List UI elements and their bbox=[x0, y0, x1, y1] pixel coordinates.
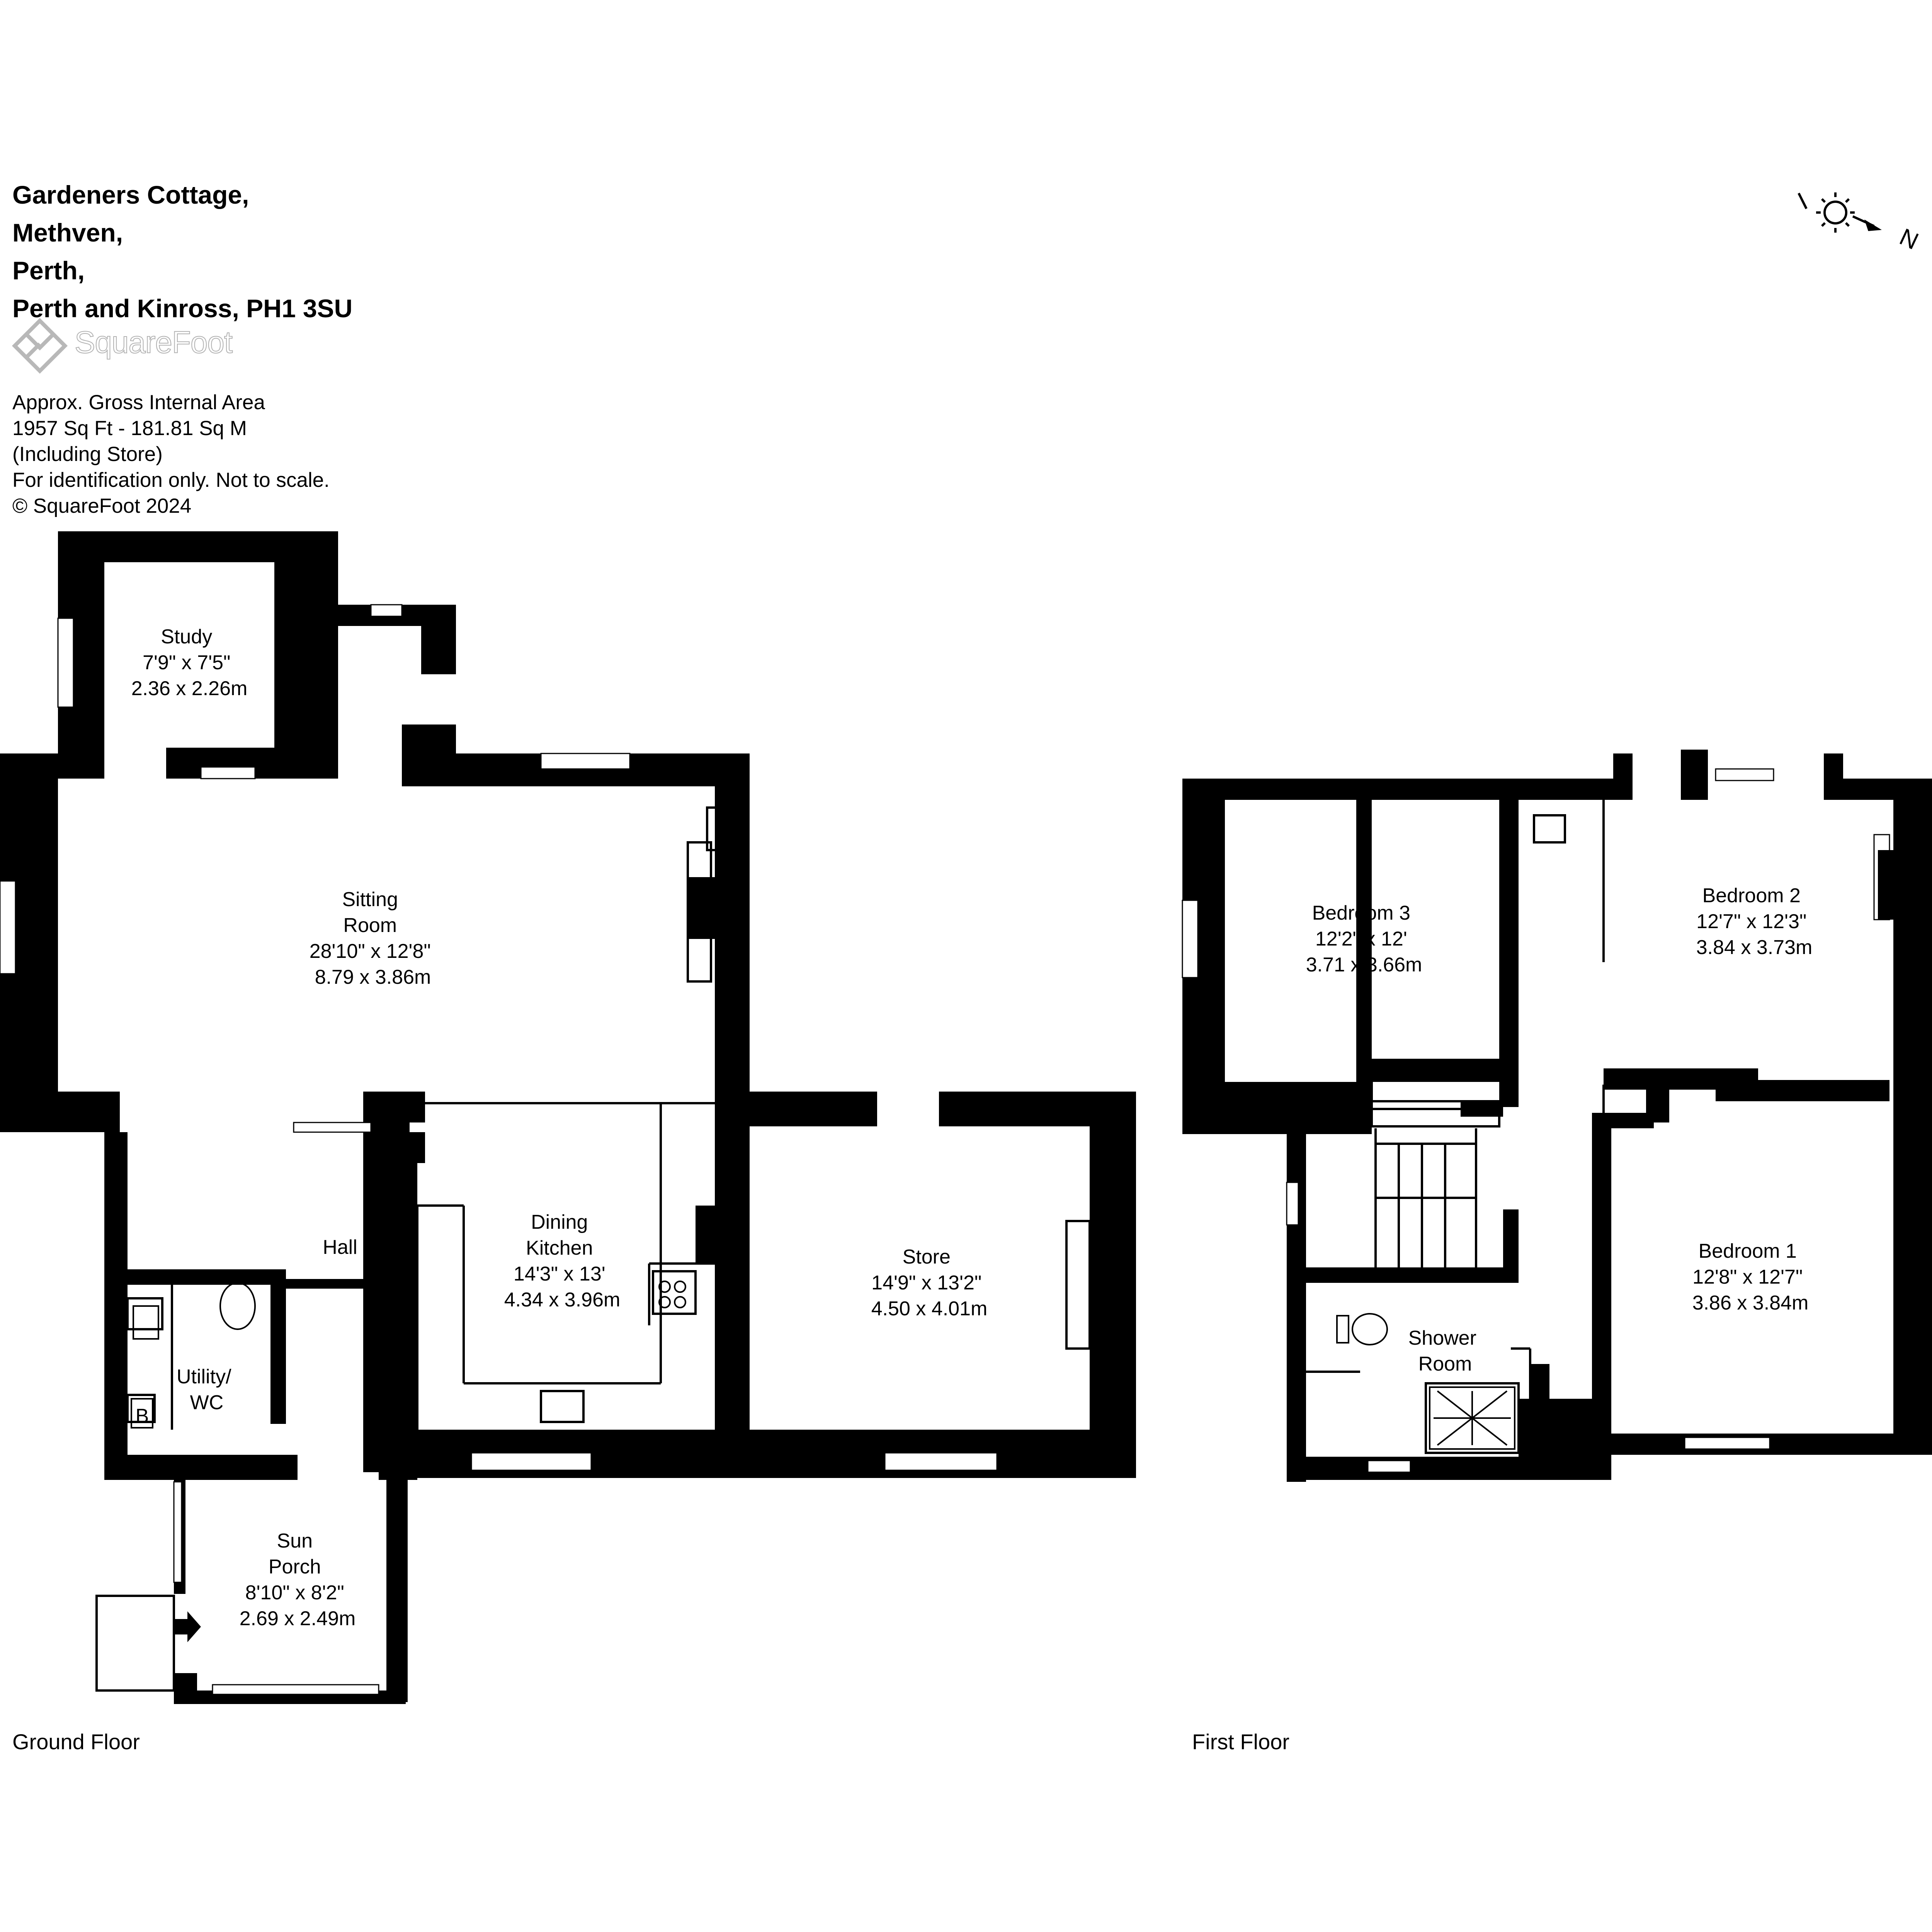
room-utility-wc: Utility/ WC bbox=[177, 1366, 237, 1414]
squarefoot-logo: SquareFoot bbox=[11, 317, 243, 379]
ground-floor-fixtures bbox=[174, 877, 1128, 1642]
wc-fixtures bbox=[131, 1281, 1388, 1429]
shower-tray bbox=[1429, 1386, 1515, 1450]
first-floor-partitions bbox=[1306, 800, 1663, 1454]
room-bedroom-3: Bedroom 3 12'2" x 12' 3.71 x 3.66m bbox=[1306, 902, 1422, 976]
ground-floor-walls bbox=[0, 531, 1136, 1704]
notes-line-4: For identification only. Not to scale. bbox=[12, 469, 330, 492]
notes-line-2: 1957 Sq Ft - 181.81 Sq M bbox=[12, 417, 247, 440]
notes-line-1: Approx. Gross Internal Area bbox=[12, 391, 265, 414]
address-line-4: Perth and Kinross, PH1 3SU bbox=[12, 294, 353, 323]
room-hall: Hall bbox=[323, 1236, 357, 1259]
address-line-2: Methven, bbox=[12, 218, 123, 247]
ground-floor-partitions bbox=[95, 806, 1091, 1692]
ground-floor-label: Ground Floor bbox=[12, 1730, 140, 1754]
address-line-1: Gardeners Cottage, bbox=[12, 180, 249, 209]
boiler-label: B bbox=[136, 1405, 149, 1427]
property-address: Gardeners Cottage, Methven, Perth, Perth… bbox=[12, 176, 352, 327]
area-notes: Approx. Gross Internal Area 1957 Sq Ft -… bbox=[12, 389, 330, 519]
address-line-3: Perth, bbox=[12, 256, 85, 285]
first-floor-label: First Floor bbox=[1192, 1730, 1289, 1754]
first-floor-fixtures bbox=[1878, 850, 1893, 920]
room-store: Store 14'9" x 13'2" 4.50 x 4.01m bbox=[871, 1246, 988, 1320]
first-floor-walls bbox=[1182, 750, 1932, 1482]
room-shower-room: Shower Room bbox=[1408, 1327, 1482, 1375]
room-labels: Study 7'9" x 7'5" 2.36 x 2.26m Sitting R… bbox=[131, 626, 1813, 1630]
sun-compass-icon: N bbox=[1798, 192, 1922, 255]
room-study: Study 7'9" x 7'5" 2.36 x 2.26m bbox=[131, 626, 248, 700]
squarefoot-logo-icon bbox=[12, 318, 68, 374]
room-bedroom-2: Bedroom 2 12'7" x 12'3" 3.84 x 3.73m bbox=[1696, 884, 1813, 959]
notes-line-3: (Including Store) bbox=[12, 443, 163, 466]
logo-text: SquareFoot bbox=[74, 325, 233, 360]
room-sun-porch: Sun Porch 8'10" x 8'2" 2.69 x 2.49m bbox=[240, 1530, 356, 1630]
notes-line-5: © SquareFoot 2024 bbox=[12, 495, 192, 517]
room-sitting-room: Sitting Room 28'10" x 12'8" 8.79 x 3.86m bbox=[310, 888, 437, 988]
room-bedroom-1: Bedroom 1 12'8" x 12'7" 3.86 x 3.84m bbox=[1692, 1240, 1809, 1314]
ground-floor-windows bbox=[0, 604, 998, 1695]
room-dining-kitchen: Dining Kitchen 14'3" x 13' 4.34 x 3.96m bbox=[504, 1211, 621, 1311]
